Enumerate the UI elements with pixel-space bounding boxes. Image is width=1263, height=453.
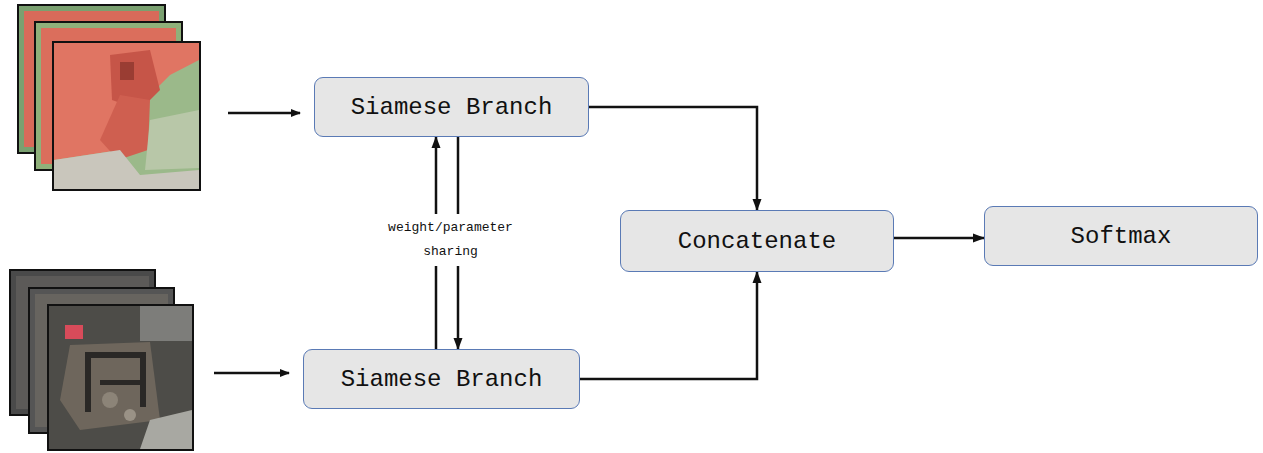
- node-label: Softmax: [1071, 223, 1172, 250]
- node-label: Siamese Branch: [351, 94, 553, 121]
- branch-box: Siamese Branch: [303, 349, 580, 409]
- node-label: Siamese Branch: [341, 366, 543, 393]
- branch-box: Siamese Branch: [314, 77, 589, 137]
- flow-arrow: [589, 107, 757, 210]
- post-event-image-stack: [10, 270, 193, 450]
- sharing-note: weight/parameter sharing: [383, 214, 518, 266]
- pre-event-image-stack: [18, 5, 200, 190]
- softmax-box: Softmax: [984, 206, 1258, 266]
- flow-arrow: [894, 237, 984, 240]
- concat-box: Concatenate: [620, 210, 894, 272]
- node-label: Concatenate: [678, 228, 836, 255]
- input-arrow: [228, 112, 300, 115]
- flow-arrow: [580, 272, 757, 379]
- input-arrow: [214, 372, 289, 375]
